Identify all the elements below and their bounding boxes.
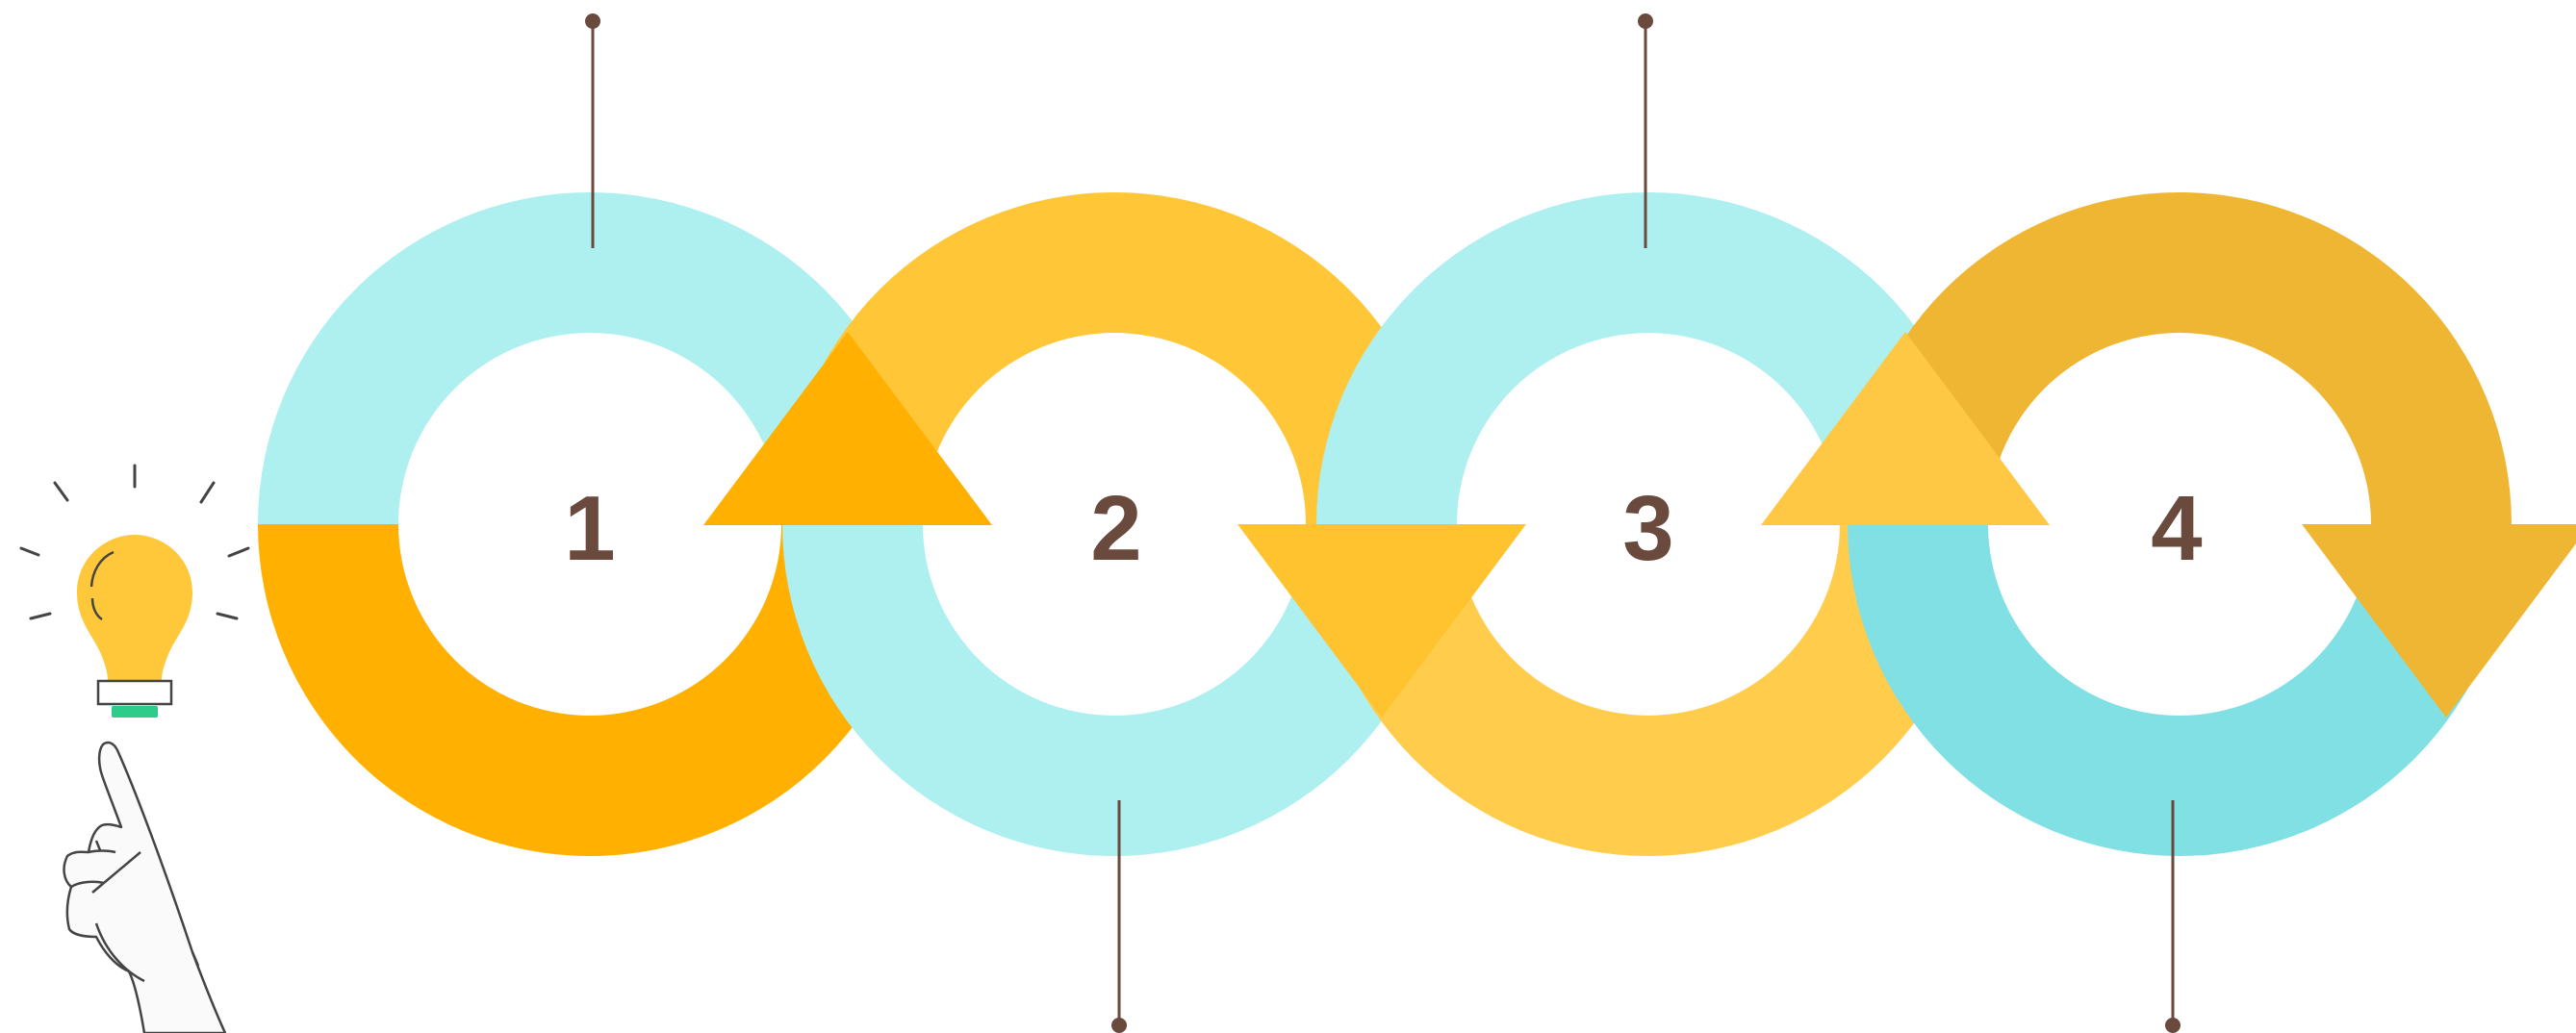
connector-pin-2 — [1111, 800, 1127, 1033]
step-2-ring — [782, 192, 1446, 856]
step-2-ring-top — [782, 192, 1446, 524]
connector-pin-1 — [585, 13, 600, 248]
step-1-number: 1 — [564, 477, 615, 580]
step-4-ring-top — [1848, 192, 2512, 524]
connector-pin-4 — [2165, 800, 2181, 1033]
step-4-arrow-down — [2302, 524, 2576, 718]
pointing-hand-icon — [63, 741, 227, 1033]
lightbulb-icon — [19, 464, 250, 718]
step-3-number: 3 — [1622, 477, 1673, 580]
step-4-ring — [1848, 192, 2512, 856]
step-3-ring-bottom — [1316, 524, 1980, 856]
step-4-number: 4 — [2151, 477, 2202, 580]
step-2-number: 2 — [1090, 477, 1141, 580]
step-3-ring — [1316, 192, 1980, 856]
step-2-arrow-down — [1237, 524, 1526, 718]
step-4-ring-bottom — [1848, 524, 2512, 856]
step-1-arrow-up — [703, 332, 992, 525]
step-1-ring — [258, 192, 922, 856]
step-2-ring-bottom — [782, 524, 1446, 856]
step-1-ring-top — [258, 192, 922, 524]
connector-pin-3 — [1638, 13, 1653, 248]
step-3-arrow-up — [1761, 332, 2050, 525]
step-3-ring-top — [1316, 192, 1980, 524]
step-1-ring-bottom — [258, 524, 922, 856]
